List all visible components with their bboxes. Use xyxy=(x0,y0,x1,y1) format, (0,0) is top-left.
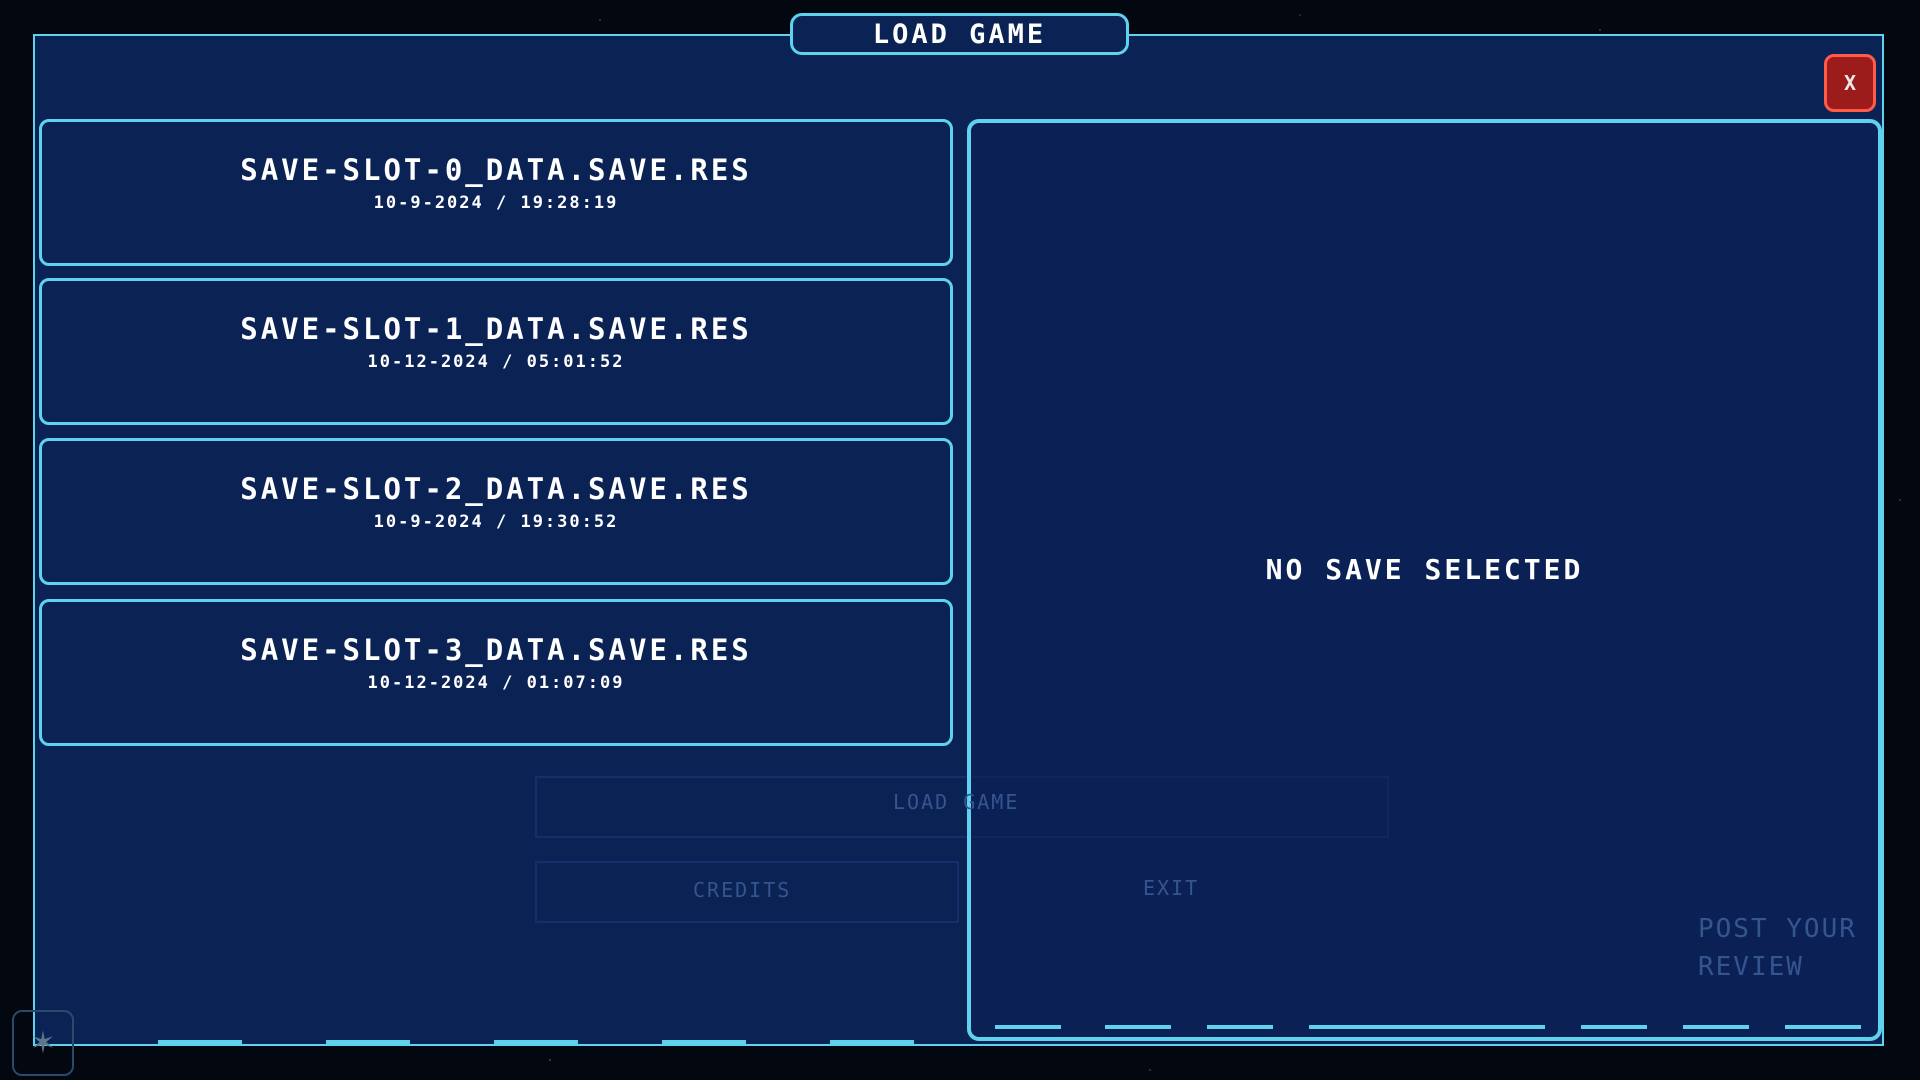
save-slot-date: 10-9-2024 / 19:30:52 xyxy=(373,511,619,532)
save-slot-name: SAVE-SLOT-0_DATA.SAVE.RES xyxy=(240,152,752,187)
dialog-title: LOAD GAME xyxy=(790,13,1129,55)
panel-dash xyxy=(995,1025,1061,1029)
bg-credits-button xyxy=(535,861,959,923)
save-slot-2[interactable]: SAVE-SLOT-2_DATA.SAVE.RES 10-9-2024 / 19… xyxy=(39,438,953,585)
save-slot-name: SAVE-SLOT-3_DATA.SAVE.RES xyxy=(240,632,752,667)
panel-dash xyxy=(1105,1025,1171,1029)
panel-dash xyxy=(1785,1025,1861,1029)
panel-dash xyxy=(1581,1025,1647,1029)
frame-dash xyxy=(662,1040,746,1044)
panel-dash xyxy=(1309,1025,1545,1029)
no-save-selected-message: NO SAVE SELECTED xyxy=(1265,553,1584,586)
save-slot-name: SAVE-SLOT-2_DATA.SAVE.RES xyxy=(240,471,752,506)
save-slot-date: 10-9-2024 / 19:28:19 xyxy=(373,192,619,213)
frame-dash xyxy=(326,1040,410,1044)
save-slot-date: 10-12-2024 / 01:07:09 xyxy=(367,672,625,693)
frame-dash xyxy=(158,1040,242,1044)
ship-icon: ✶ xyxy=(12,1010,74,1076)
save-slot-name: SAVE-SLOT-1_DATA.SAVE.RES xyxy=(240,311,752,346)
frame-dash xyxy=(830,1040,914,1044)
save-slot-1[interactable]: SAVE-SLOT-1_DATA.SAVE.RES 10-12-2024 / 0… xyxy=(39,278,953,425)
panel-dash xyxy=(1207,1025,1273,1029)
save-slot-date: 10-12-2024 / 05:01:52 xyxy=(367,351,625,372)
frame-dash xyxy=(494,1040,578,1044)
save-slot-0[interactable]: SAVE-SLOT-0_DATA.SAVE.RES 10-9-2024 / 19… xyxy=(39,119,953,266)
close-button[interactable]: X xyxy=(1824,54,1876,112)
save-details-panel: NO SAVE SELECTED xyxy=(967,119,1882,1041)
panel-dash xyxy=(1683,1025,1749,1029)
save-slot-3[interactable]: SAVE-SLOT-3_DATA.SAVE.RES 10-12-2024 / 0… xyxy=(39,599,953,746)
